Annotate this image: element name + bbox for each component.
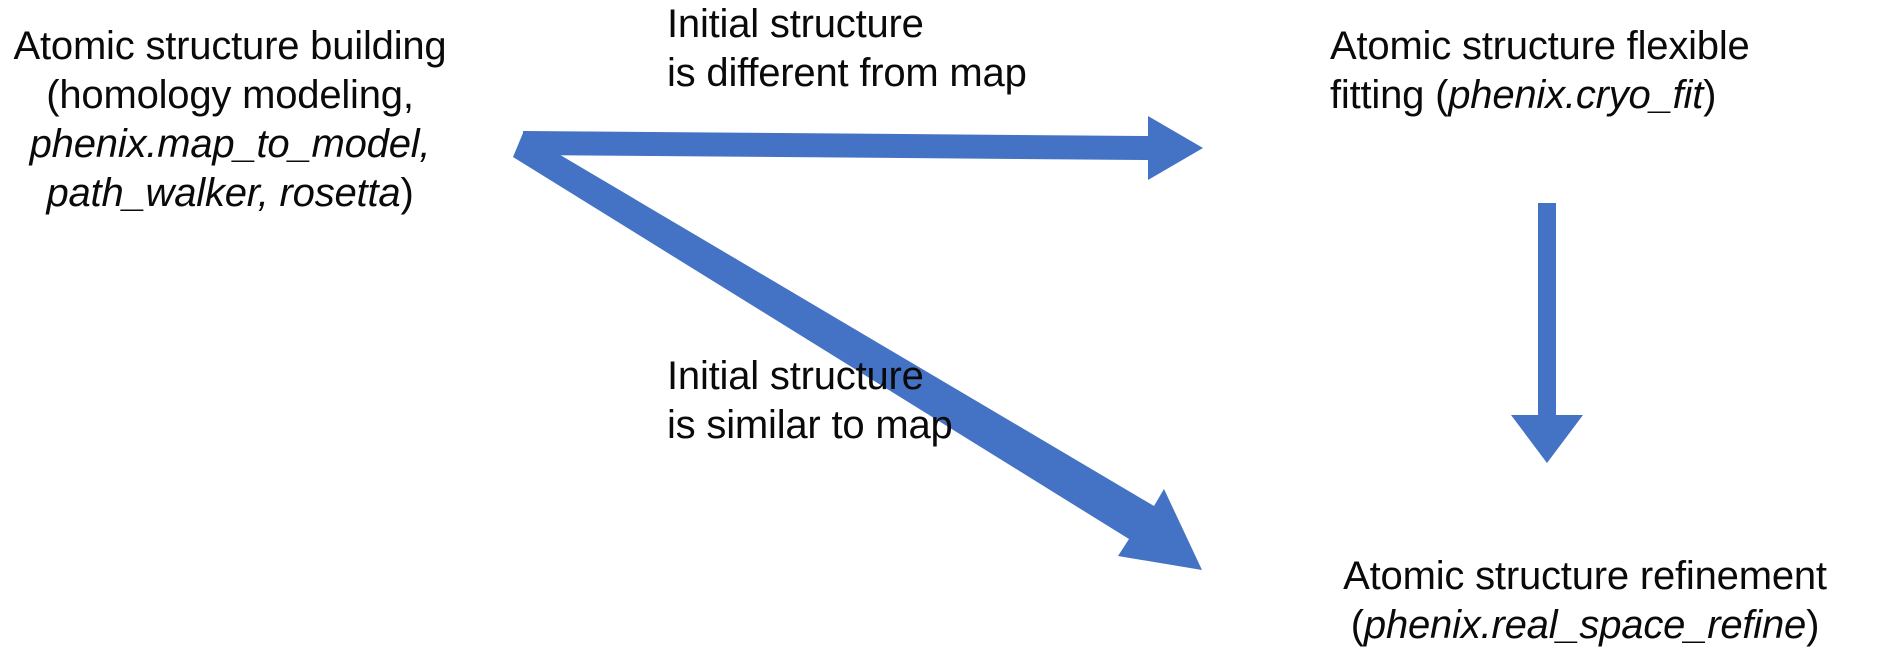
node-building-line-4-italic: path_walker, rosetta xyxy=(46,171,401,215)
node-atomic-structure-building: Atomic structure building (homology mode… xyxy=(0,22,460,218)
node-flexfit-line-1: Atomic structure flexible xyxy=(1330,24,1750,68)
node-refine-line-2-suffix: ) xyxy=(1806,603,1820,647)
arrow-building-to-flexible-fitting xyxy=(523,116,1203,180)
edge-label-similar-line-1: Initial structure xyxy=(667,354,924,398)
node-refine-line-1: Atomic structure refinement xyxy=(1343,554,1827,598)
node-refine-line-2: (phenix.real_space_refine) xyxy=(1295,601,1875,650)
edge-label-similar-line-2: is similar to map xyxy=(667,403,953,447)
edge-label-different-line-1: Initial structure xyxy=(667,2,924,46)
node-refine-line-2-italic: phenix.real_space_refine xyxy=(1363,603,1807,647)
edge-label-different-from-map: Initial structure is different from map xyxy=(667,0,1027,98)
node-flexfit-line-2-suffix: ) xyxy=(1703,73,1717,117)
node-flexfit-line-2: fitting (phenix.cryo_fit) xyxy=(1330,71,1800,120)
arrow-building-to-refinement xyxy=(513,133,1202,570)
node-building-line-2: (homology modeling, xyxy=(46,73,414,117)
node-flexfit-line-2-italic: phenix.cryo_fit xyxy=(1448,73,1704,117)
node-building-line-1: Atomic structure building xyxy=(13,24,447,68)
node-building-line-4: path_walker, rosetta) xyxy=(0,169,460,218)
node-refine-line-2-prefix: ( xyxy=(1350,603,1364,647)
node-atomic-structure-refinement: Atomic structure refinement (phenix.real… xyxy=(1295,552,1875,650)
edge-label-different-line-2: is different from map xyxy=(667,51,1027,95)
node-building-line-4-tail: ) xyxy=(400,171,414,215)
arrow-flexible-fitting-to-refinement xyxy=(1511,203,1583,463)
node-building-line-3: phenix.map_to_model, xyxy=(29,122,431,166)
node-flexfit-line-2-prefix: fitting ( xyxy=(1330,73,1449,117)
node-atomic-structure-flexible-fitting: Atomic structure flexible fitting (pheni… xyxy=(1330,22,1800,120)
edge-label-similar-to-map: Initial structure is similar to map xyxy=(667,352,953,450)
